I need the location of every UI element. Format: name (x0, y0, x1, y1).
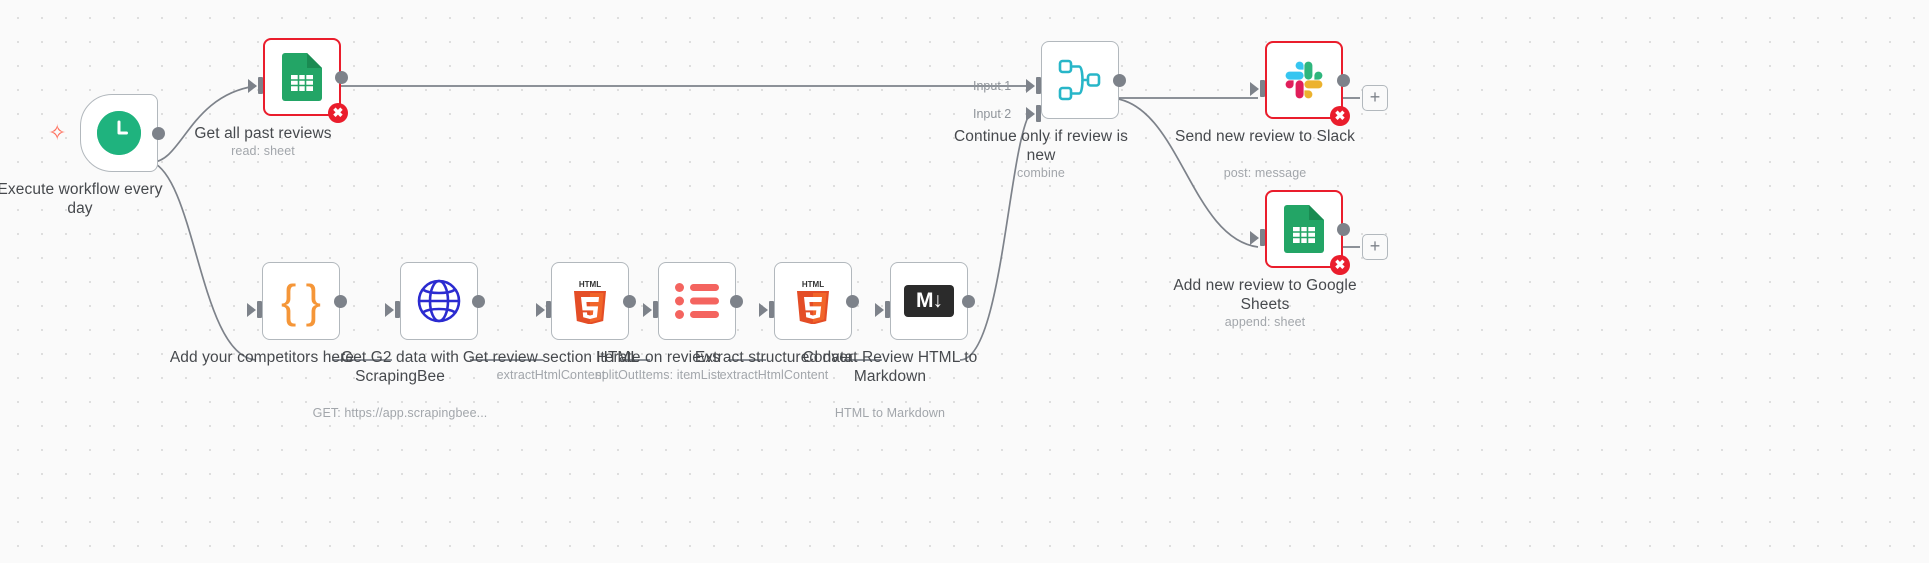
add-node-after-slack-button[interactable]: + (1362, 85, 1388, 111)
output-connector[interactable] (334, 295, 347, 308)
node-title: Iterate on reviews (595, 349, 721, 366)
node-title: Convert Review HTML to Markdown (802, 349, 978, 385)
input-connector[interactable] (1260, 80, 1265, 97)
input-arrow-icon (1250, 82, 1259, 96)
input-arrow-icon (759, 303, 768, 317)
input-2-arrow-icon (1026, 107, 1035, 121)
input-1-label: Input 1 (973, 79, 1012, 93)
node-title: Add new review to Google Sheets (1173, 277, 1357, 313)
trigger-bolt-icon: ✧ (48, 120, 67, 145)
node-subtitle: HTML to Markdown (834, 406, 946, 420)
node-subtitle: read: sheet (231, 144, 295, 158)
node-subtitle: splitOutItems: itemList (595, 368, 721, 382)
node-subtitle: post: message (1223, 166, 1307, 180)
output-connector[interactable] (1113, 74, 1126, 87)
node-body[interactable]: HTML (551, 262, 629, 340)
node-subtitle: combine (1017, 166, 1065, 180)
node-title: Add your competitors here (169, 349, 355, 366)
output-connector[interactable] (1337, 74, 1350, 87)
svg-text:HTML: HTML (802, 280, 824, 289)
output-connector[interactable] (1337, 223, 1350, 236)
html5-icon: HTML (570, 278, 610, 325)
error-badge-icon: ✖ (1330, 106, 1350, 126)
input-connector[interactable] (546, 301, 551, 318)
error-badge-icon: ✖ (328, 103, 348, 123)
node-subtitle: extractHtmlContent (719, 368, 829, 382)
input-arrow-icon (248, 79, 257, 93)
node-title: Extract structured data (694, 349, 854, 366)
node-subtitle: extractHtmlContent (496, 368, 606, 382)
output-connector[interactable] (472, 295, 485, 308)
node-body[interactable]: ✖ (1265, 41, 1350, 126)
google-sheets-icon (1284, 205, 1324, 253)
input-arrow-icon (875, 303, 884, 317)
input-connector[interactable] (258, 77, 263, 94)
item-list-icon (675, 283, 719, 319)
output-connector[interactable] (623, 295, 636, 308)
node-body[interactable] (80, 94, 158, 172)
node-title: Continue only if review is new (953, 128, 1129, 164)
input-connector[interactable] (257, 301, 262, 318)
node-subtitle: GET: https://app.scrapingbee... (312, 406, 488, 420)
input-connector[interactable] (653, 301, 658, 318)
output-connector[interactable] (335, 71, 348, 84)
node-body[interactable] (658, 262, 736, 340)
output-connector[interactable] (730, 295, 743, 308)
input-arrow-icon (1250, 231, 1259, 245)
globe-icon (416, 278, 462, 324)
error-badge-icon: ✖ (1330, 255, 1350, 275)
markdown-icon: M↓ (904, 285, 954, 317)
node-title: Get all past reviews (194, 125, 332, 142)
input-arrow-icon (643, 303, 652, 317)
google-sheets-icon (282, 53, 322, 101)
input-connector[interactable] (395, 301, 400, 318)
node-title: Send new review to Slack (1175, 128, 1355, 145)
node-title: Execute workflow every day (0, 181, 163, 217)
node-body[interactable]: ✖ (263, 38, 348, 123)
input-connector[interactable] (769, 301, 774, 318)
node-title: Get G2 data with ScrapingBee (341, 349, 459, 385)
code-braces-icon: { } (281, 275, 321, 327)
node-subtitle: append: sheet (1224, 315, 1306, 329)
add-node-after-google-sheets-button[interactable]: + (1362, 234, 1388, 260)
input-arrow-icon (385, 303, 394, 317)
input-2-label: Input 2 (973, 107, 1012, 121)
node-body[interactable]: { } (262, 262, 340, 340)
input-1-arrow-icon (1026, 79, 1035, 93)
node-body[interactable]: HTML (774, 262, 852, 340)
merge-icon (1057, 58, 1103, 102)
node-body[interactable] (1041, 41, 1119, 119)
node-body[interactable] (400, 262, 478, 340)
html5-icon: HTML (793, 278, 833, 325)
input-connector[interactable] (885, 301, 890, 318)
node-title: Get review section HTML (462, 349, 640, 366)
output-connector[interactable] (846, 295, 859, 308)
input-2-connector[interactable] (1036, 105, 1041, 122)
input-arrow-icon (247, 303, 256, 317)
slack-icon (1282, 58, 1326, 102)
svg-text:HTML: HTML (579, 280, 601, 289)
input-connector[interactable] (1260, 229, 1265, 246)
output-connector[interactable] (152, 127, 165, 140)
output-connector[interactable] (962, 295, 975, 308)
node-body[interactable]: ✖ (1265, 190, 1350, 275)
clock-icon (97, 111, 141, 155)
input-arrow-icon (536, 303, 545, 317)
input-1-connector[interactable] (1036, 77, 1041, 94)
node-body[interactable]: M↓ (890, 262, 968, 340)
